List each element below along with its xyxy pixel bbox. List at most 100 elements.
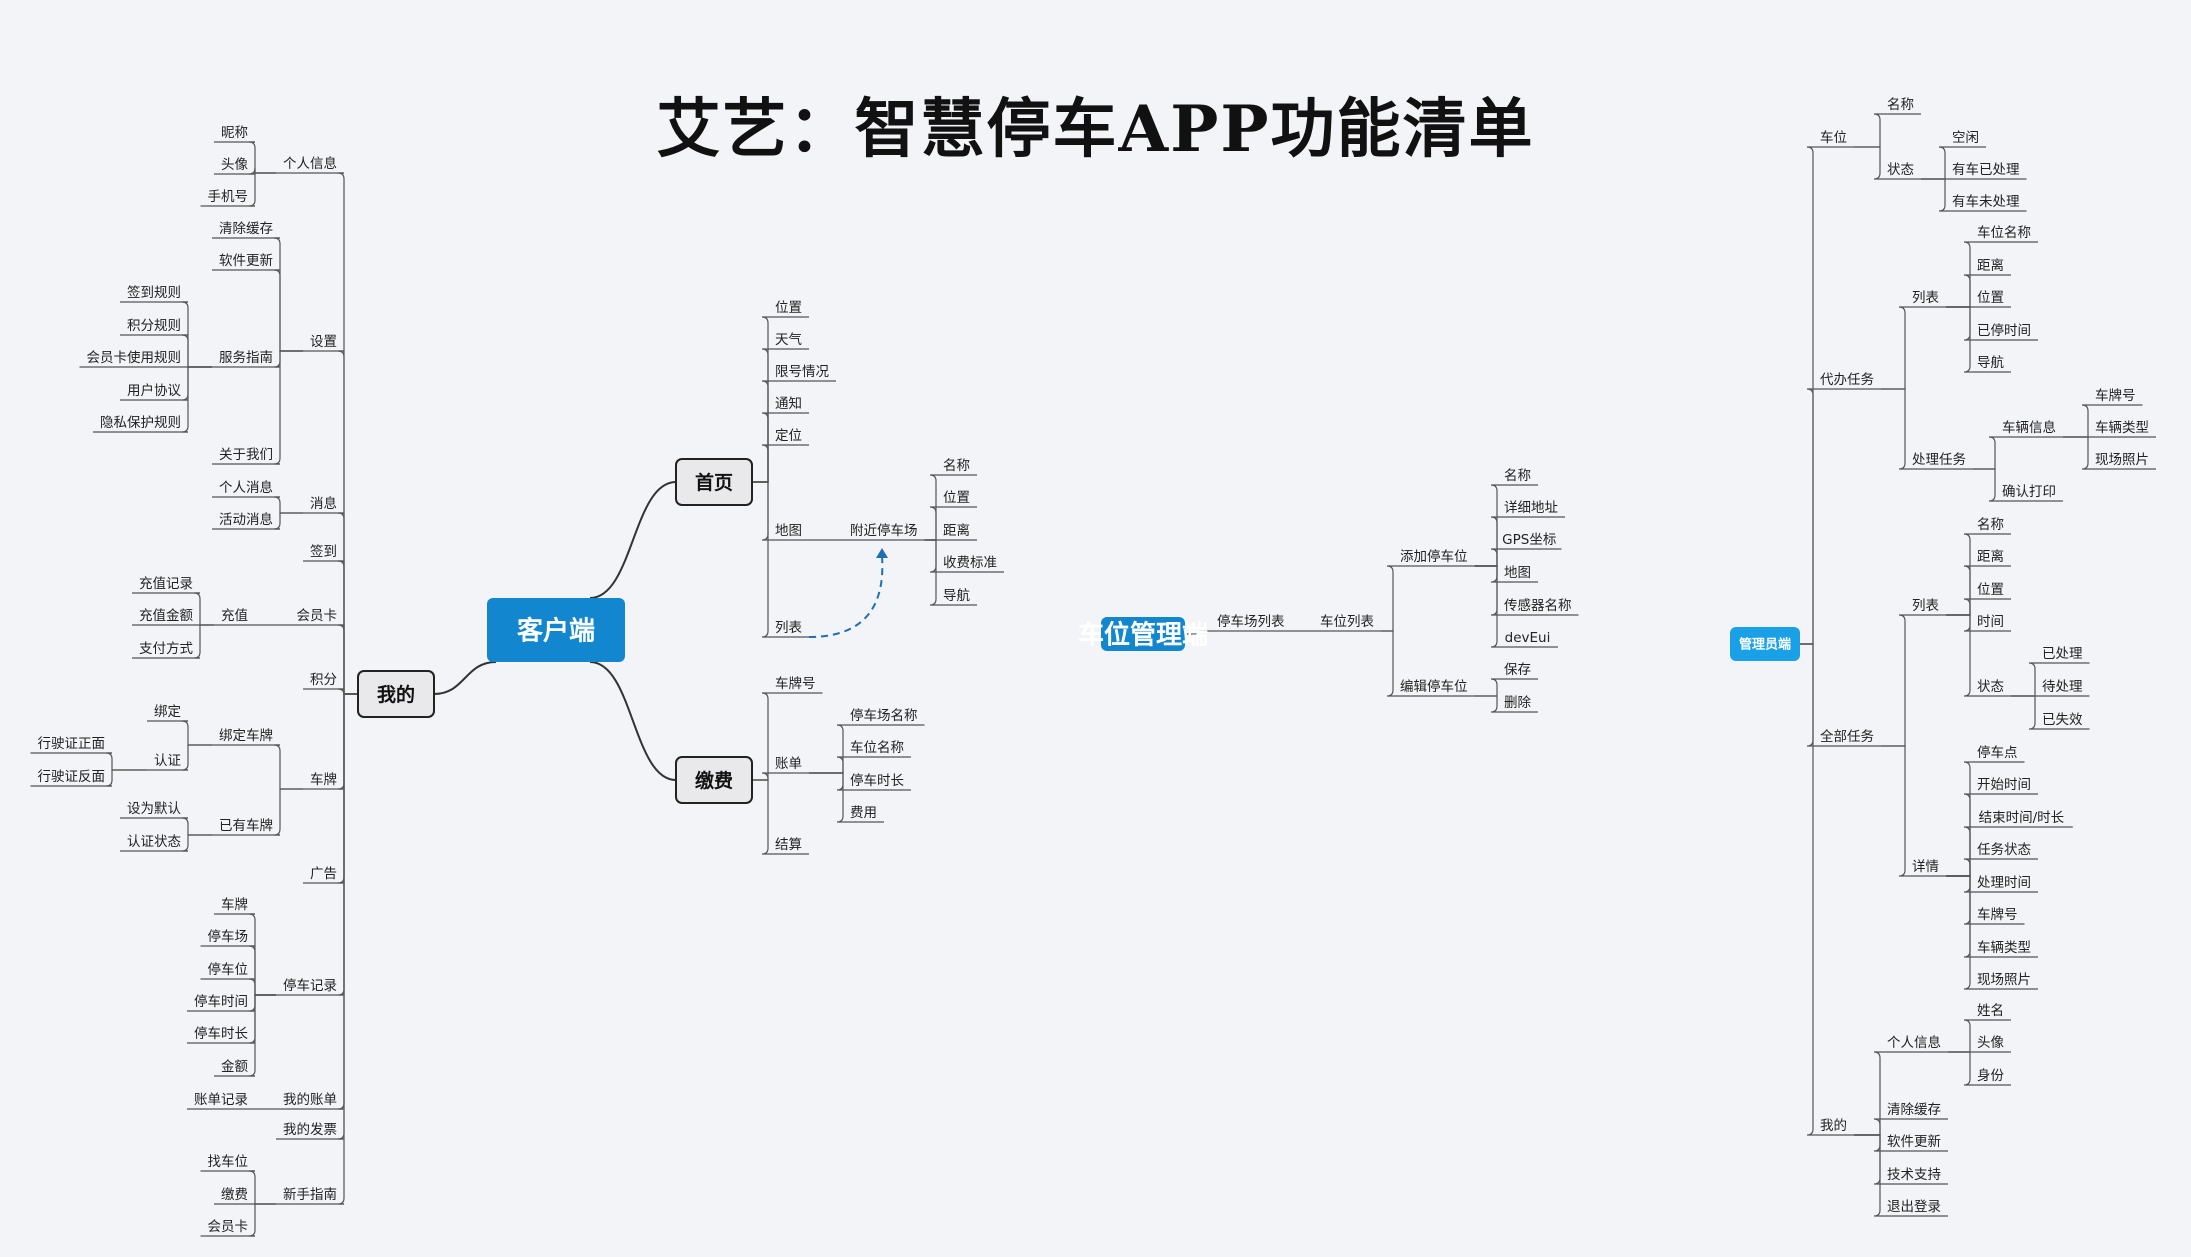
manager-mine-item-2[interactable]: 技术支持: [1887, 1167, 1941, 1183]
home-item-1[interactable]: 天气: [775, 332, 802, 348]
pay-branch[interactable]: 缴费: [695, 769, 733, 792]
guide-item-4[interactable]: 隐私保护规则: [100, 415, 181, 431]
detail-item-4[interactable]: 处理时间: [1977, 875, 2031, 891]
mine-member[interactable]: 会员卡: [297, 608, 338, 624]
manager-root-box[interactable]: [1730, 627, 1800, 661]
spot-status-2[interactable]: 有车未处理: [1952, 193, 2020, 210]
edit-action-1[interactable]: 删除: [1504, 695, 1532, 711]
home-branch[interactable]: 首页: [695, 471, 733, 494]
recharge-item-0[interactable]: 充值记录: [139, 576, 193, 592]
bind-item[interactable]: 绑定: [154, 704, 181, 720]
vehicle-info[interactable]: 车辆信息: [2002, 419, 2056, 436]
record-item-2[interactable]: 停车位: [208, 961, 249, 978]
member-recharge[interactable]: 充值: [221, 608, 248, 624]
manager-personal-item-2[interactable]: 身份: [1977, 1068, 2005, 1084]
record-item-1[interactable]: 停车场: [208, 928, 249, 945]
agent-list-item-1[interactable]: 距离: [1977, 257, 2004, 274]
mine-points[interactable]: 积分: [310, 672, 337, 688]
guide-item-1[interactable]: 积分规则: [127, 318, 181, 334]
manager-mine[interactable]: 我的: [1820, 1118, 1847, 1134]
guide-item-2[interactable]: 会员卡使用规则: [87, 349, 182, 366]
home-item-4[interactable]: 定位: [775, 428, 802, 444]
vehicle-item-2[interactable]: 现场照片: [2095, 452, 2149, 468]
manager-personal[interactable]: 个人信息: [1887, 1034, 1941, 1051]
spot-list[interactable]: 车位列表: [1320, 613, 1374, 630]
message-item-1[interactable]: 活动消息: [219, 511, 273, 528]
owned-item-1[interactable]: 认证状态: [127, 834, 181, 850]
spot-name[interactable]: 名称: [1887, 97, 1914, 113]
newbie-item-0[interactable]: 找车位: [208, 1153, 249, 1170]
home-branch-box[interactable]: [675, 458, 753, 506]
auth-doc-1[interactable]: 行驶证反面: [38, 769, 106, 785]
settings-about[interactable]: 关于我们: [219, 447, 273, 463]
add-field-0[interactable]: 名称: [1504, 468, 1531, 484]
detail-item-5[interactable]: 车牌号: [1977, 906, 2018, 923]
detail-item-2[interactable]: 结束时间/时长: [1979, 810, 2065, 826]
detail-item-7[interactable]: 现场照片: [1977, 972, 2031, 988]
all-status-1[interactable]: 待处理: [2042, 679, 2083, 695]
pay-bill[interactable]: 账单: [775, 756, 802, 772]
mine-branch[interactable]: 我的: [377, 683, 415, 706]
agent-list-item-2[interactable]: 位置: [1977, 290, 2004, 306]
add-field-4[interactable]: 传感器名称: [1504, 597, 1572, 614]
vehicle-item-0[interactable]: 车牌号: [2095, 387, 2136, 404]
bill-field-3[interactable]: 费用: [850, 805, 877, 821]
personal-item-1[interactable]: 头像: [221, 157, 248, 173]
mine-records[interactable]: 停车记录: [283, 977, 337, 994]
manager-mine-item-0[interactable]: 清除缓存: [1887, 1102, 1941, 1118]
vehicle-item-1[interactable]: 车辆类型: [2095, 419, 2149, 436]
bill-field-2[interactable]: 停车时长: [850, 772, 904, 789]
guide-item-3[interactable]: 用户协议: [127, 382, 181, 399]
mine-personal[interactable]: 个人信息: [283, 155, 337, 172]
detail-item-0[interactable]: 停车点: [1977, 744, 2018, 761]
recharge-item-2[interactable]: 支付方式: [139, 641, 193, 657]
settings-update[interactable]: 软件更新: [219, 253, 273, 269]
guide-item-0[interactable]: 签到规则: [127, 284, 181, 301]
edit-action-0[interactable]: 保存: [1504, 662, 1531, 678]
mine-bills[interactable]: 我的账单: [283, 1092, 337, 1108]
lot-list[interactable]: 停车场列表: [1217, 613, 1285, 630]
bill-field-1[interactable]: 车位名称: [850, 739, 904, 756]
record-item-5[interactable]: 金额: [221, 1059, 248, 1075]
auth-doc-0[interactable]: 行驶证正面: [38, 736, 106, 752]
manager-personal-item-0[interactable]: 姓名: [1977, 1003, 2004, 1019]
spot-admin-root-box[interactable]: [1101, 617, 1185, 651]
home-item-3[interactable]: 通知: [775, 395, 802, 412]
record-item-4[interactable]: 停车时长: [194, 1025, 248, 1042]
spot-admin-root[interactable]: 车位管理端: [1078, 619, 1208, 650]
owned-item-0[interactable]: 设为默认: [127, 801, 181, 817]
agent-list-item-4[interactable]: 导航: [1977, 355, 2005, 371]
all-list-status[interactable]: 状态: [1977, 679, 2004, 695]
client-root[interactable]: 客户端: [517, 615, 595, 646]
edit-spot[interactable]: 编辑停车位: [1400, 678, 1468, 695]
all-list-item-0[interactable]: 名称: [1977, 517, 2004, 533]
manager-personal-item-1[interactable]: 头像: [1977, 1035, 2005, 1051]
spot-status-1[interactable]: 有车已处理: [1952, 161, 2020, 178]
all-list-item-3[interactable]: 时间: [1977, 614, 2004, 630]
mine-newbie[interactable]: 新手指南: [283, 1187, 337, 1203]
nearby-field-3[interactable]: 收费标准: [943, 555, 997, 571]
detail-item-6[interactable]: 车辆类型: [1977, 939, 2031, 956]
mine-plate[interactable]: 车牌: [310, 771, 337, 788]
agent-list-item-3[interactable]: 已停时间: [1977, 322, 2031, 339]
nearby-field-2[interactable]: 距离: [943, 522, 970, 539]
add-spot[interactable]: 添加停车位: [1400, 548, 1468, 565]
recharge-item-1[interactable]: 充值金额: [139, 608, 193, 624]
all-detail[interactable]: 详情: [1912, 859, 1939, 875]
pay-settle[interactable]: 结算: [775, 837, 802, 853]
plate-bind[interactable]: 绑定车牌: [219, 727, 273, 744]
home-item-0[interactable]: 位置: [775, 300, 802, 316]
all-status-0[interactable]: 已处理: [2042, 646, 2083, 662]
mine-checkin[interactable]: 签到: [310, 543, 337, 560]
bills-item-0[interactable]: 账单记录: [194, 1092, 248, 1108]
record-item-0[interactable]: 车牌: [221, 896, 248, 913]
spot-status-0[interactable]: 空闲: [1952, 130, 1979, 146]
settings-clear-cache[interactable]: 清除缓存: [219, 221, 273, 237]
client-root-box[interactable]: [487, 598, 625, 662]
agent-list-item-0[interactable]: 车位名称: [1977, 224, 2031, 241]
newbie-item-1[interactable]: 缴费: [221, 1187, 248, 1203]
detail-item-1[interactable]: 开始时间: [1977, 777, 2031, 793]
add-field-5[interactable]: devEui: [1505, 630, 1551, 646]
all-status-2[interactable]: 已失效: [2042, 712, 2083, 728]
personal-item-2[interactable]: 手机号: [208, 189, 249, 205]
